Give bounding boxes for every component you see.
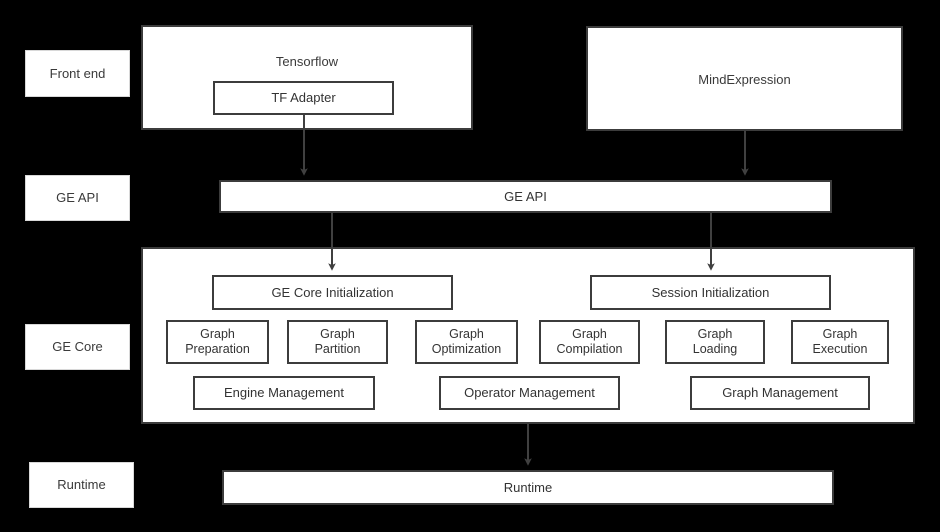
stage-label-ge-api-text: GE API — [56, 190, 99, 206]
graph-execution-box[interactable]: Graph Execution — [791, 320, 889, 364]
graph-partition-box[interactable]: Graph Partition — [287, 320, 388, 364]
engine-management-box[interactable]: Engine Management — [193, 376, 375, 410]
mindexpression-container: MindExpression — [586, 26, 903, 131]
graph-loading-box[interactable]: Graph Loading — [665, 320, 765, 364]
graph-preparation-label: Graph Preparation — [185, 327, 250, 356]
graph-optimization-box[interactable]: Graph Optimization — [415, 320, 518, 364]
graph-optimization-label: Graph Optimization — [431, 327, 502, 356]
ge-api-bar[interactable]: GE API — [219, 180, 832, 213]
graph-execution-label: Graph Execution — [812, 327, 868, 356]
stage-label-ge-core-text: GE Core — [52, 339, 103, 355]
tensorflow-title: Tensorflow — [275, 54, 339, 69]
stage-label-ge-api: GE API — [25, 175, 130, 221]
graph-management-label: Graph Management — [722, 385, 838, 401]
operator-management-label: Operator Management — [464, 385, 595, 401]
graph-management-box[interactable]: Graph Management — [690, 376, 870, 410]
stage-label-front-end: Front end — [25, 50, 130, 97]
graph-partition-label: Graph Partition — [314, 327, 361, 356]
graph-compilation-label: Graph Compilation — [556, 327, 623, 356]
ge-core-initialization-box[interactable]: GE Core Initialization — [212, 275, 453, 310]
session-initialization-box[interactable]: Session Initialization — [590, 275, 831, 310]
operator-management-box[interactable]: Operator Management — [439, 376, 620, 410]
runtime-bar-label: Runtime — [503, 479, 553, 495]
graph-compilation-box[interactable]: Graph Compilation — [539, 320, 640, 364]
session-initialization-label: Session Initialization — [651, 284, 770, 300]
ge-api-bar-label: GE API — [504, 188, 547, 204]
tf-adapter-box[interactable]: TF Adapter — [213, 81, 394, 115]
graph-loading-label: Graph Loading — [692, 327, 738, 356]
tf-adapter-label: TF Adapter — [271, 90, 336, 106]
runtime-bar[interactable]: Runtime — [222, 470, 834, 505]
stage-label-runtime-text: Runtime — [57, 477, 106, 493]
graph-preparation-box[interactable]: Graph Preparation — [166, 320, 269, 364]
stage-label-runtime: Runtime — [29, 462, 134, 508]
stage-label-front-end-text: Front end — [49, 65, 106, 81]
mindexpression-title: MindExpression — [698, 72, 791, 87]
ge-core-initialization-label: GE Core Initialization — [271, 284, 394, 300]
stage-label-ge-core: GE Core — [25, 324, 130, 370]
engine-management-label: Engine Management — [224, 385, 344, 401]
